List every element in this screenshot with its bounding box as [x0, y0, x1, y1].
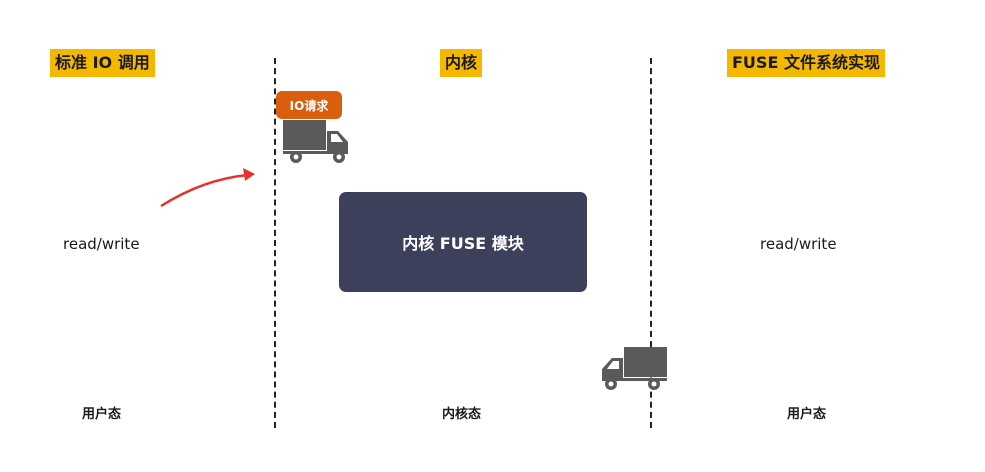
left-read-write-label: read/write	[63, 235, 140, 253]
io-request-badge: IO请求	[276, 91, 342, 119]
left-column-title: 标准 IO 调用	[50, 49, 155, 77]
right-read-write-label: read/write	[760, 235, 837, 253]
kernel-fuse-module: 内核 FUSE 模块	[339, 192, 587, 292]
curved-arrow	[160, 168, 255, 208]
middle-column-title: 内核	[440, 49, 483, 77]
truck-icon	[602, 347, 667, 390]
left-zone-label: 用户态	[82, 407, 122, 422]
truck-icon	[283, 120, 348, 163]
user-kernel-divider-left	[274, 58, 276, 428]
user-kernel-divider-right	[650, 58, 652, 428]
right-column-title: FUSE 文件系统实现	[727, 49, 885, 77]
middle-zone-label: 内核态	[442, 407, 482, 422]
kernel-fuse-module-label: 内核 FUSE 模块	[402, 234, 524, 253]
right-zone-label: 用户态	[787, 407, 827, 422]
